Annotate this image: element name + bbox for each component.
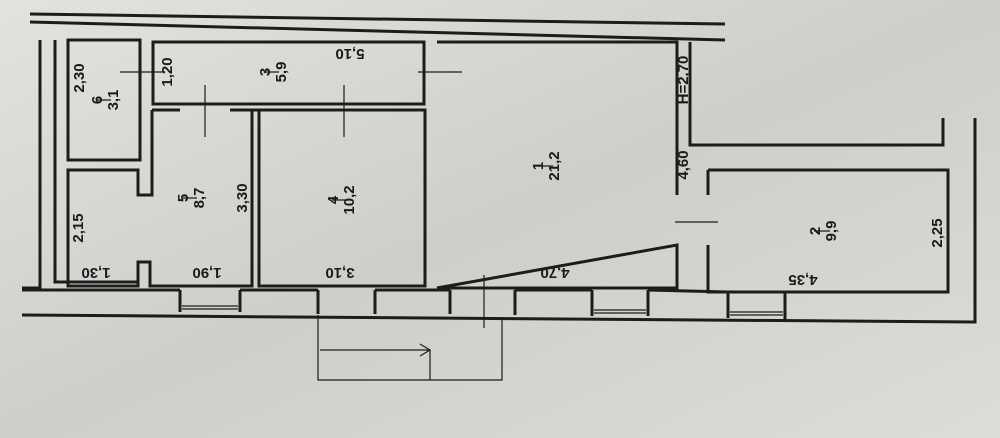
room-6-area: 3,1 — [105, 90, 122, 111]
room-3-outline — [151, 40, 426, 106]
dim-4-70: 4,70 — [540, 264, 569, 281]
room-4-area: 10,2 — [341, 185, 358, 214]
dim-2-25: 2,25 — [929, 218, 946, 247]
room-2-outline — [706, 168, 950, 294]
room-1-area: 21,2 — [546, 151, 563, 180]
ceiling-height: H=2,70 — [675, 56, 692, 105]
dim-2-30: 2,30 — [71, 63, 88, 92]
room-5-area: 8,7 — [191, 188, 208, 209]
dim-1-20: 1,20 — [159, 57, 176, 86]
dim-4-35: 4,35 — [788, 271, 817, 288]
dim-3-30: 3,30 — [234, 183, 251, 212]
room-6-outline — [66, 38, 142, 162]
dividers — [97, 71, 830, 232]
outer-walls — [21, 12, 977, 324]
dim-1-30: 1,30 — [81, 264, 110, 281]
dim-5-10: 5,10 — [335, 45, 364, 62]
entrance-arrow-icon — [320, 343, 432, 357]
dim-3-10: 3,10 — [325, 264, 354, 281]
room-4-outline — [257, 108, 427, 288]
dim-4-60: 4,60 — [675, 150, 692, 179]
dim-2-15: 2,15 — [70, 213, 87, 242]
dim-1-90: 1,90 — [192, 264, 221, 281]
door-markers — [120, 71, 718, 328]
entrance-porch — [317, 315, 503, 381]
room-1-outline — [436, 40, 679, 290]
room-2-area: 9,9 — [823, 221, 840, 242]
room-3-area: 5,9 — [273, 62, 290, 83]
